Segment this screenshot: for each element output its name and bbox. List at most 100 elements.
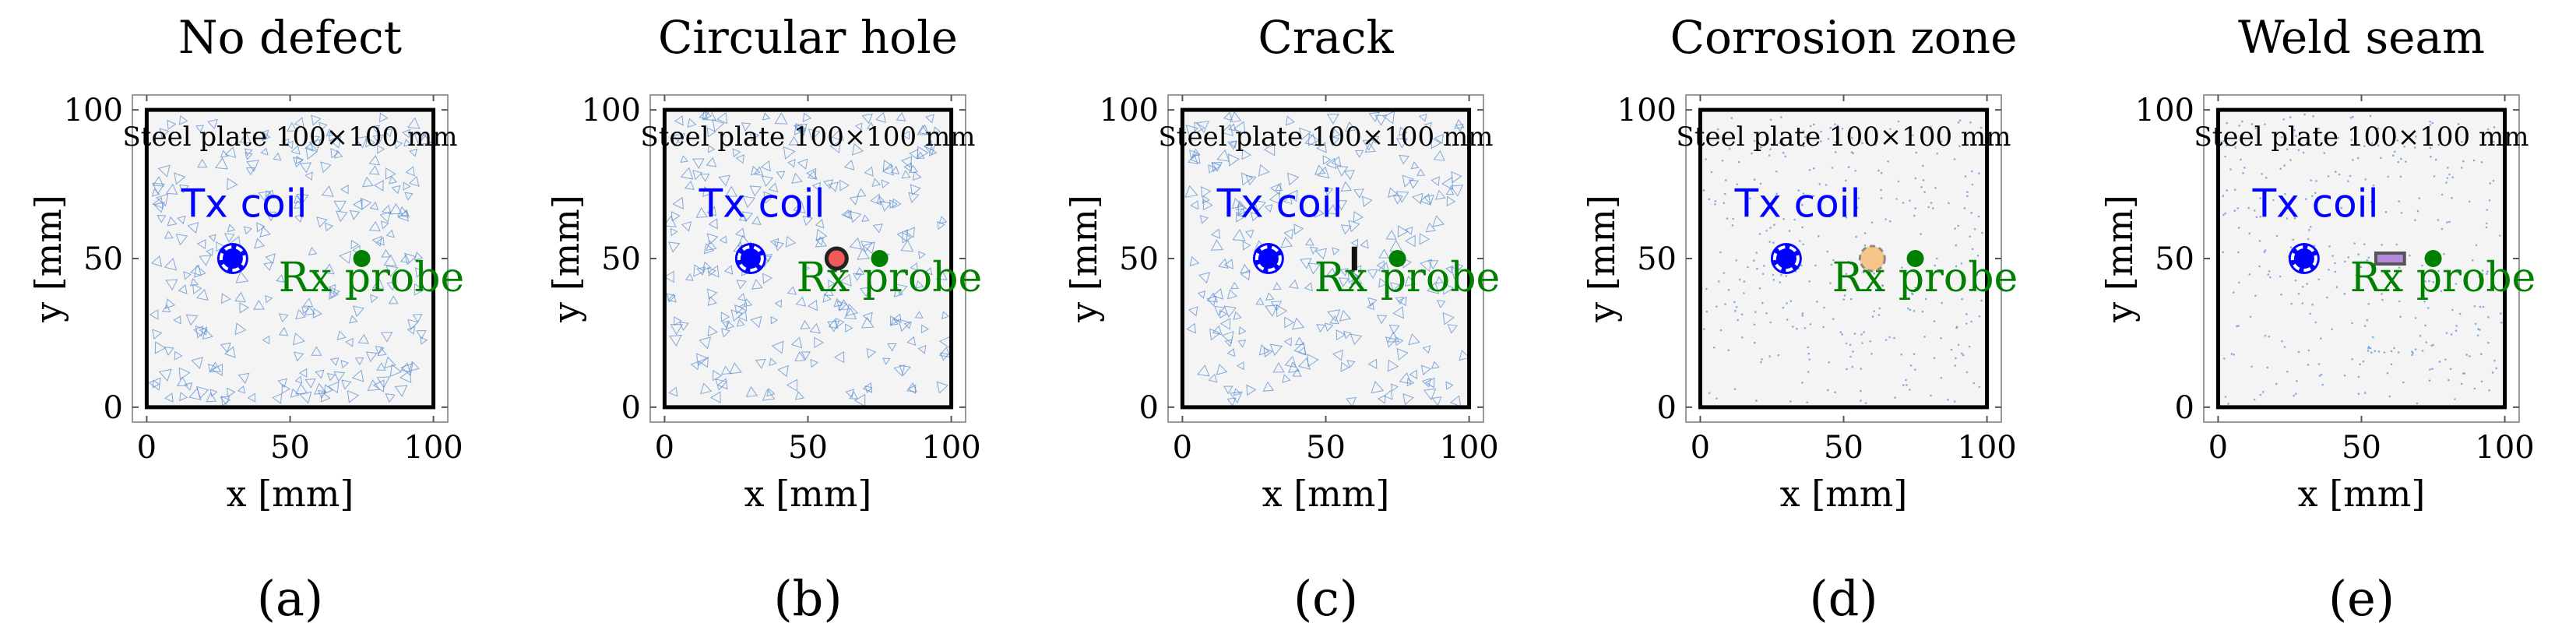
mesh-pattern [1184,111,1470,407]
mesh-triangle [1378,262,1390,274]
mesh-dot [1841,333,1843,336]
mesh-triangle [1454,118,1465,129]
mesh-dot [1907,307,1909,310]
mesh-dot [1948,202,1950,205]
mesh-dot [2238,124,2240,127]
mesh-dot [1852,152,1854,154]
mesh-dot [1777,354,1779,357]
mesh-triangle [787,159,796,168]
mesh-triangle [245,167,255,176]
mesh-triangle [292,333,305,346]
mesh-dot [1832,259,1835,262]
mesh-dot [1856,206,1859,209]
mesh-triangle [239,302,250,314]
mesh-dot [2309,312,2312,315]
mesh-triangle [1431,361,1440,369]
mesh-dot [1878,307,1881,310]
mesh-dot [2272,199,2275,202]
mesh-triangle [385,392,396,403]
mesh-triangle [828,181,839,192]
mesh-dot [2355,274,2358,276]
mesh-dot [1751,152,1753,155]
mesh-dot [1771,143,1773,146]
mesh-dot [2233,188,2236,191]
mesh-dot [1845,342,1848,345]
mesh-triangle [935,269,948,280]
mesh-triangle [265,211,277,222]
mesh-dot [1863,331,1865,333]
mesh-triangle [706,233,719,245]
mesh-dot [2297,149,2300,152]
mesh-dot [2254,209,2256,212]
mesh-dot [1786,318,1789,321]
mesh-dot [1721,160,1724,162]
mesh-triangle [1402,174,1414,188]
mesh-dot [1909,389,1911,391]
rx-probe-label: Rx probe [797,255,983,301]
mesh-triangle [294,213,304,223]
mesh-dot [2279,167,2282,171]
mesh-triangle [418,132,432,146]
mesh-dot [1772,241,1775,245]
mesh-triangle [706,157,717,167]
mesh-triangle [1317,166,1330,179]
mesh-triangle [1294,336,1304,346]
mesh-triangle [738,302,748,312]
mesh-triangle [1340,224,1352,235]
mesh-triangle [1258,344,1270,356]
mesh-dot [1820,140,1822,143]
mesh-triangle [304,171,313,181]
mesh-triangle [379,112,389,123]
mesh-triangle [386,281,397,291]
mesh-dot [1957,121,1960,124]
mesh-triangle [1326,267,1336,277]
mesh-dot [1864,402,1867,405]
mesh-dot [1960,262,1963,265]
steel-plate-fill [1182,110,1469,407]
mesh-dot [2289,116,2292,118]
mesh-triangle [374,180,384,192]
mesh-dot [1978,385,1981,389]
mesh-triangle [783,146,796,160]
rx-probe-marker [871,250,889,267]
mesh-triangle [807,170,818,180]
mesh-triangle [762,112,771,121]
mesh-triangle [899,364,911,376]
mesh-dot [2387,175,2390,178]
mesh-dot [1860,333,1863,336]
mesh-dot [1768,154,1771,157]
mesh-dot [1789,300,1793,303]
mesh-dot [1973,228,1976,231]
mesh-dot [1863,269,1866,271]
mesh-triangle [407,318,419,331]
mesh-triangle [333,371,346,382]
mesh-triangle [1347,270,1360,283]
mesh-triangle [725,320,735,330]
mesh-triangle [810,358,819,368]
mesh-triangle [1336,166,1349,177]
mesh-dot [2474,322,2477,326]
mesh-dot [2268,270,2271,273]
mesh-triangle [1395,297,1405,305]
mesh-dot [2447,167,2449,169]
mesh-dot [2266,366,2268,369]
mesh-triangle [917,251,927,259]
mesh-dot [2295,135,2297,137]
mesh-triangle [194,265,206,278]
mesh-pattern [148,112,432,406]
mesh-triangle [246,160,259,172]
mesh-dot [2357,392,2360,396]
mesh-dot [2311,303,2314,306]
mesh-triangle [667,293,677,303]
mesh-triangle [699,357,709,368]
mesh-triangle [1325,157,1337,170]
mesh-dot [1753,259,1755,262]
mesh-dot [1743,280,1746,283]
mesh-dot [2394,135,2397,138]
mesh-dot [1957,224,1959,227]
mesh-dot [1738,278,1741,281]
mesh-dot [2445,181,2448,184]
mesh-triangle [707,325,718,337]
mesh-dot [1716,305,1718,308]
mesh-dot [1978,172,1980,174]
